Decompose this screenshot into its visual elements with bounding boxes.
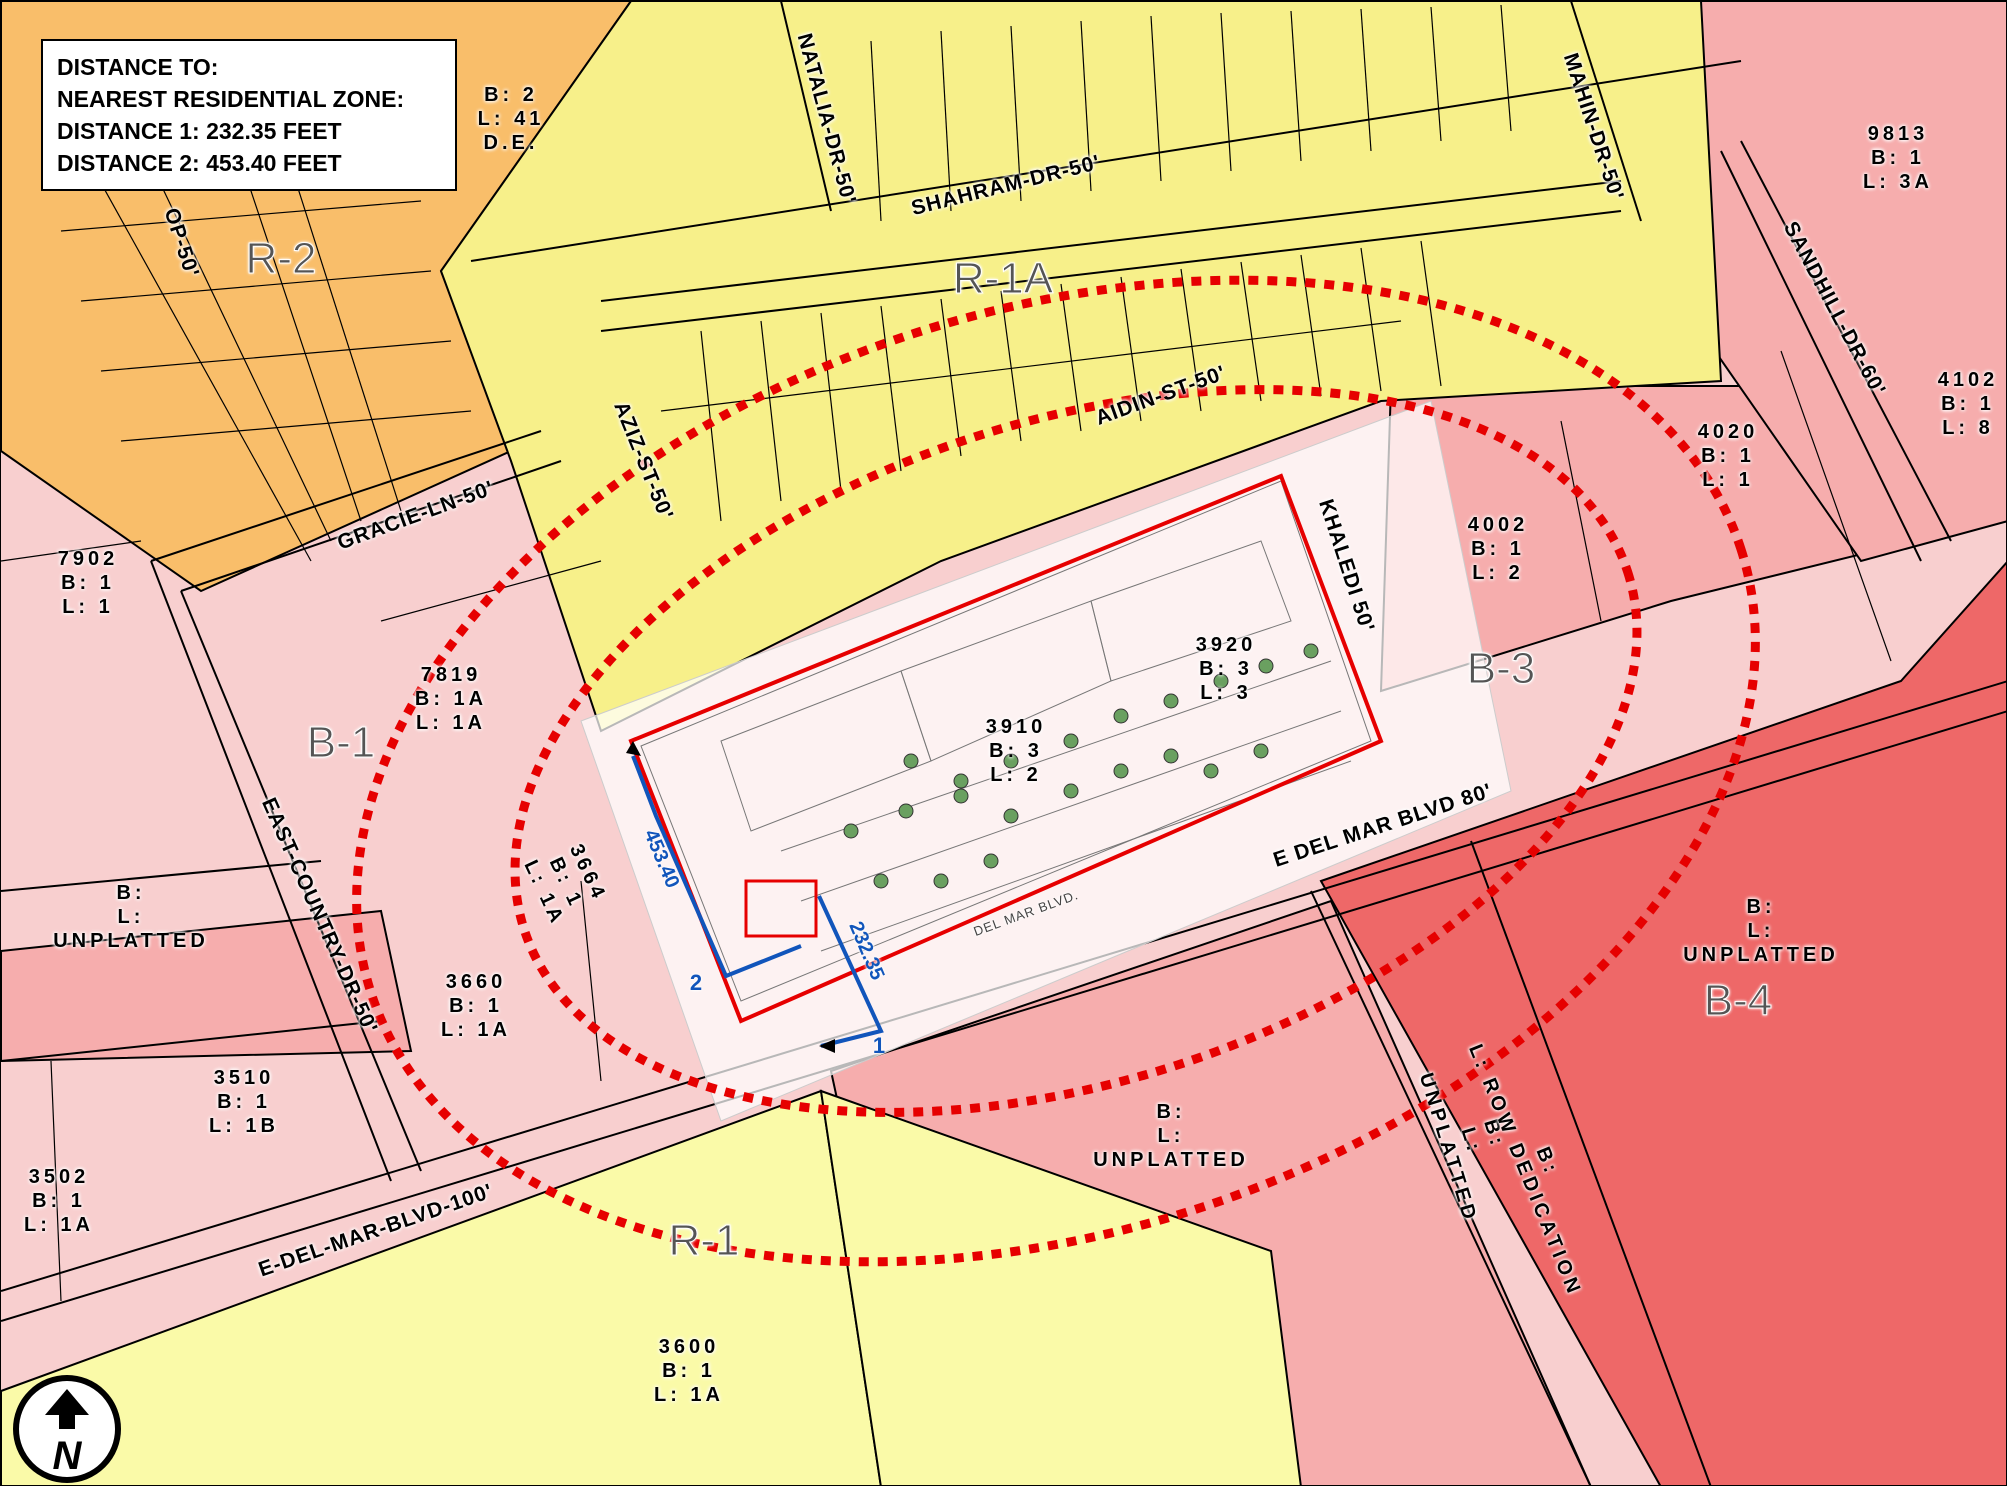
parcel-lot: L: 2 [990,764,1042,786]
parcel-lot: L: 3 [1200,682,1252,704]
distance-legend: DISTANCE TO: NEAREST RESIDENTIAL ZONE: D… [41,39,457,191]
parcel-unplatted-west: B: L: UNPLATTED [53,881,209,953]
parcel-block: B: 1 [449,995,503,1017]
zone-r1a-area [439,1,1723,733]
zone-label-b3: B-3 [1466,644,1536,694]
parcel-3910: 3910 B: 3 L: 2 [986,715,1047,787]
parcel-4020: 4020 B: 1 L: 1 [1698,420,1759,492]
parcel-block: B: 1 [32,1190,86,1212]
parcel-block: B: 3 [989,740,1043,762]
parcel-3510: 3510 B: 1 L: 1B [209,1066,279,1138]
parcel-unplatted-b4: B: L: UNPLATTED [1683,895,1839,967]
parcel-de: B: 2 L: 41 D.E. [478,83,545,155]
buffer-rings [352,275,1760,1267]
legend-line-1: DISTANCE TO: [57,54,219,80]
parcel-note: UNPLATTED [53,930,209,952]
parcel-block: B: 1A [414,688,488,710]
parcel-lot: L: 1B [209,1115,279,1137]
dimension-arrow-1 [819,1039,835,1053]
parcel-3920: 3920 B: 3 L: 3 [1196,633,1257,705]
parcel-3502: 3502 B: 1 L: 1A [24,1165,94,1237]
legend-line-4: DISTANCE 2: 453.40 FEET [57,150,342,176]
north-arrow-icon: N [45,1389,89,1477]
parcel-block: B: 1 [1871,147,1925,169]
parcel-block: B: 2 [484,84,538,106]
parcel-lot: L: 41 [477,108,545,130]
parcel-id: 7819 [420,664,482,686]
parcel-lot: L: [117,906,145,928]
parcel-id: 3920 [1195,634,1257,656]
building-pad [744,879,818,938]
parcel-id: 7902 [57,548,119,570]
parcel-id: 3910 [985,716,1047,738]
parcel-id: 3600 [658,1336,720,1358]
parcel-block: B: [1156,1101,1186,1123]
legend-line-3: DISTANCE 1: 232.35 FEET [57,118,342,144]
north-arrow: N [13,1375,121,1483]
parcel-id: 3660 [445,971,507,993]
parcel-block: B: 1 [1701,445,1755,467]
dimension-marker-1: 1 [872,1033,886,1058]
parcel-lot: L: 1 [62,596,114,618]
dimension-arrow-2 [626,741,641,756]
parcel-note: D.E. [483,132,539,154]
parcel-id: 4020 [1697,421,1759,443]
parcel-block: B: [116,882,146,904]
parcel-id: 4002 [1467,514,1529,536]
zone-label-b1: B-1 [306,718,376,768]
parcel-note: UNPLATTED [1093,1149,1249,1171]
parcel-note: UNPLATTED [1683,944,1839,966]
parcel-id: 3510 [213,1067,275,1089]
zone-label-b4: B-4 [1703,976,1773,1026]
parcel-lot: L: 1A [441,1019,511,1041]
parcel-unplatted-center: B: L: UNPLATTED [1093,1100,1249,1172]
parcel-lot: L: 3A [1863,171,1933,193]
parcel-7819: 7819 B: 1A L: 1A [415,663,487,735]
parcel-lot: L: 1A [654,1384,724,1406]
parcel-lot: L: 2 [1472,562,1524,584]
zone-label-r2: R-2 [245,234,317,284]
svg-text:N: N [53,1434,83,1477]
parcel-block: B: 1 [61,572,115,594]
zone-label-r1a: R-1A [952,254,1054,304]
parcel-lot: L: 1A [415,712,486,734]
legend-line-2: NEAREST RESIDENTIAL ZONE: [57,86,405,112]
parcel-block: B: 1 [217,1091,271,1113]
parcel-lot: L: 1 [1702,469,1754,491]
parcel-id: 4102 [1937,369,1999,391]
parcel-3600: 3600 B: 1 L: 1A [654,1335,724,1407]
parcel-9813: 9813 B: 1 L: 3A [1863,122,1933,194]
dimension-marker-2: 2 [689,970,703,995]
zone-label-r1: R-1 [668,1216,740,1266]
zone-r1-area [1,1089,882,1485]
zone-b4-area [1319,561,2006,1485]
parcel-4102: 4102 B: 1 L: 8 [1938,368,1999,440]
parcel-7902: 7902 B: 1 L: 1 [58,547,119,619]
zone-r1-area-east [819,1089,1302,1485]
parcel-block: B: [1746,896,1776,918]
parcel-lot: L: [1157,1125,1185,1147]
parcel-id: 9813 [1867,123,1929,145]
parcel-lot: L: [1747,920,1775,942]
parcel-block: B: 1 [662,1360,716,1382]
parcel-block: B: 1 [1941,393,1995,415]
parcel-id: 3502 [28,1166,90,1188]
parcel-3660: 3660 B: 1 L: 1A [441,970,511,1042]
parcel-4002: 4002 B: 1 L: 2 [1468,513,1529,585]
parking-trees [843,643,1319,889]
dimension-lines [631,755,884,1048]
parcel-lot: L: 1A [24,1214,94,1236]
parcel-block: B: 1 [1471,538,1525,560]
parcel-lot: L: 8 [1942,417,1994,439]
zone-b3-west [1,909,413,1063]
site-plan-overlay [580,400,1512,1122]
parcel-block: B: 3 [1199,658,1253,680]
